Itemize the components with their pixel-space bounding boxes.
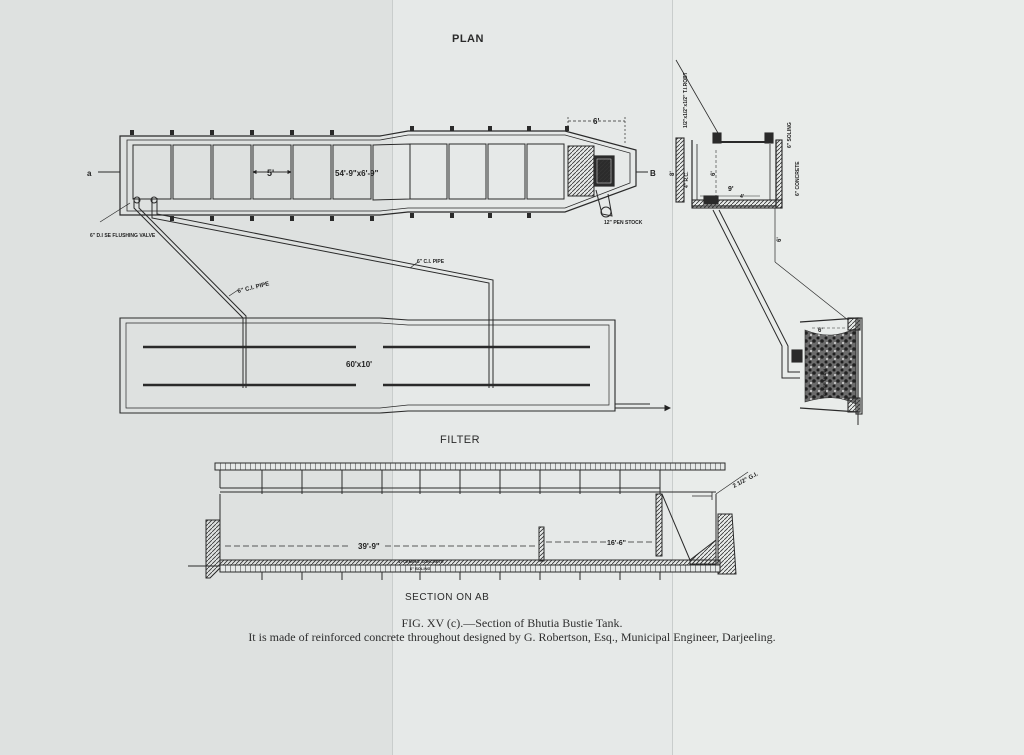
tank-plan xyxy=(98,117,648,221)
caption-line-2: It is made of reinforced concrete throug… xyxy=(248,630,776,644)
filter-title: FILTER xyxy=(440,434,481,446)
side-dim-6b: 6' xyxy=(777,237,783,242)
side-section xyxy=(675,59,863,425)
tank-size-label: 54'-9"x6'-9" xyxy=(335,169,379,178)
side-dim-9: 9' xyxy=(728,186,734,193)
section-concrete-label: 4" CEMENT CONCRETE xyxy=(398,559,444,564)
side-label-rod: 1/2"x1/2"x1/2" T.I.ROBT xyxy=(683,72,689,128)
side-label-rc: 4" R.C. xyxy=(684,171,690,188)
side-dim-6c: 6' xyxy=(818,328,823,334)
side-dim-6a: 6' xyxy=(711,171,717,176)
ci-pipe-label-right: 6" C.I. PIPE xyxy=(417,259,445,265)
filter-plan xyxy=(119,317,672,414)
filter-size-label: 60'x10' xyxy=(346,360,372,369)
side-label-concrete: 6" CONCRETE xyxy=(795,161,801,196)
dim-6ft: 6' xyxy=(593,117,599,126)
fold-crease xyxy=(392,0,393,755)
pen-stock-label: 12" PEN STOCK xyxy=(604,220,643,226)
section-dim-16: 16'-6" xyxy=(607,540,626,547)
section-pipe-label: 2 1/2" G.I. xyxy=(732,471,759,489)
paper-panel-left xyxy=(0,0,392,755)
dim-5ft: 5' xyxy=(267,168,274,178)
label-a: a xyxy=(87,169,92,178)
side-labels: 1/2"x1/2"x1/2" T.I.ROBT 4" R.C. 8' 9' 4'… xyxy=(670,72,827,396)
fold-crease xyxy=(672,0,673,755)
flushing-valve-label: 6" D.I SE FLUSHING VALVE xyxy=(90,233,156,239)
label-b: B xyxy=(650,169,656,178)
side-label-filter-media: FILTER MEDIA xyxy=(822,368,827,396)
ci-pipes xyxy=(99,196,494,388)
side-dim-8: 8' xyxy=(670,171,676,176)
section-soling-label: 6" SOLING xyxy=(410,566,431,571)
section-title: SECTION ON AB xyxy=(405,592,490,603)
side-dim-4: 4' xyxy=(740,194,744,200)
ci-pipe-label-left: 6" C.I. PIPE xyxy=(237,281,270,295)
side-label-soling: 6" SOLING xyxy=(787,122,793,148)
section-dim-39: 39'-9" xyxy=(358,542,380,551)
plan-title: PLAN xyxy=(452,33,484,45)
caption-line-1: FIG. XV (c).—Section of Bhutia Bustie Ta… xyxy=(401,616,623,630)
section-ab xyxy=(188,462,749,580)
